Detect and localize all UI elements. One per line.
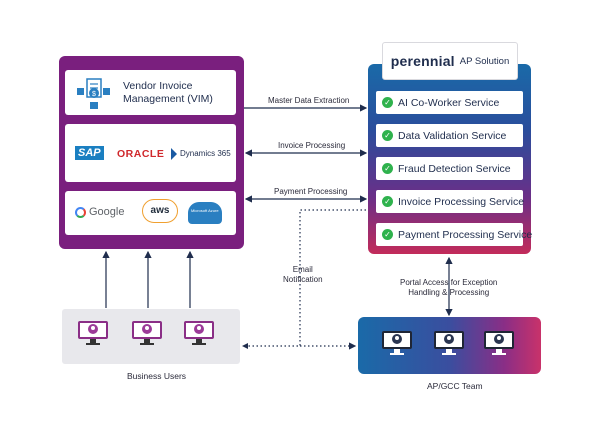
oracle-logo: ORACLE	[117, 148, 165, 160]
enterprise-systems-panel: $ Vendor Invoice Management (VIM) SAP OR…	[59, 56, 244, 249]
business-users-panel	[62, 309, 240, 364]
svg-text:$: $	[92, 91, 96, 98]
azure-logo: Microsoft Azure	[188, 202, 222, 224]
perennial-logo: perennial	[390, 53, 455, 69]
label-invoice-processing: Invoice Processing	[278, 141, 346, 150]
service-payment-processing: ✓ Payment Processing Service	[376, 223, 532, 246]
aws-logo: aws	[142, 199, 178, 223]
perennial-header: perennial AP Solution	[382, 42, 518, 80]
label-portal-access: Portal Access for Exception Handling & P…	[400, 278, 498, 297]
sap-logo: SAP	[75, 146, 104, 160]
erp-card: SAP ORACLE Dynamics 365	[65, 124, 236, 182]
cloud-card: Google aws Microsoft Azure	[65, 191, 236, 235]
check-icon: ✓	[382, 97, 393, 108]
check-icon: ✓	[382, 196, 393, 207]
check-icon: ✓	[382, 163, 393, 174]
check-icon: ✓	[382, 130, 393, 141]
dynamics-logo: Dynamics 365	[180, 149, 231, 158]
arrow-email	[244, 209, 366, 347]
service-ai-coworker: ✓ AI Co-Worker Service	[376, 91, 523, 114]
monitor-user-icon	[184, 321, 214, 345]
service-data-validation: ✓ Data Validation Service	[376, 124, 523, 147]
vim-icon: $	[77, 78, 110, 109]
monitor-user-icon	[132, 321, 162, 345]
service-invoice-processing: ✓ Invoice Processing Service	[376, 190, 524, 213]
monitor-user-icon	[434, 331, 464, 355]
label-master-data: Master Data Extraction	[268, 96, 350, 105]
monitor-user-icon	[382, 331, 412, 355]
monitor-user-icon	[78, 321, 108, 345]
label-business-users: Business Users	[127, 371, 187, 381]
monitor-user-icon	[484, 331, 514, 355]
service-fraud-detection: ✓ Fraud Detection Service	[376, 157, 523, 180]
label-email-notification: Email Notification	[283, 265, 323, 284]
google-logo: Google	[89, 206, 125, 218]
dynamics-icon	[171, 148, 177, 160]
label-payment-processing: Payment Processing	[274, 187, 348, 196]
check-icon: ✓	[382, 229, 393, 240]
google-icon	[75, 207, 86, 218]
vim-label: Vendor Invoice Management (VIM)	[123, 80, 213, 105]
label-ap-gcc-team: AP/GCC Team	[427, 381, 483, 391]
perennial-subtitle: AP Solution	[459, 55, 510, 67]
ap-solution-panel: ✓ AI Co-Worker Service ✓ Data Validation…	[368, 64, 532, 254]
vim-card: $ Vendor Invoice Management (VIM)	[65, 70, 236, 115]
ap-gcc-team-panel	[358, 317, 541, 374]
